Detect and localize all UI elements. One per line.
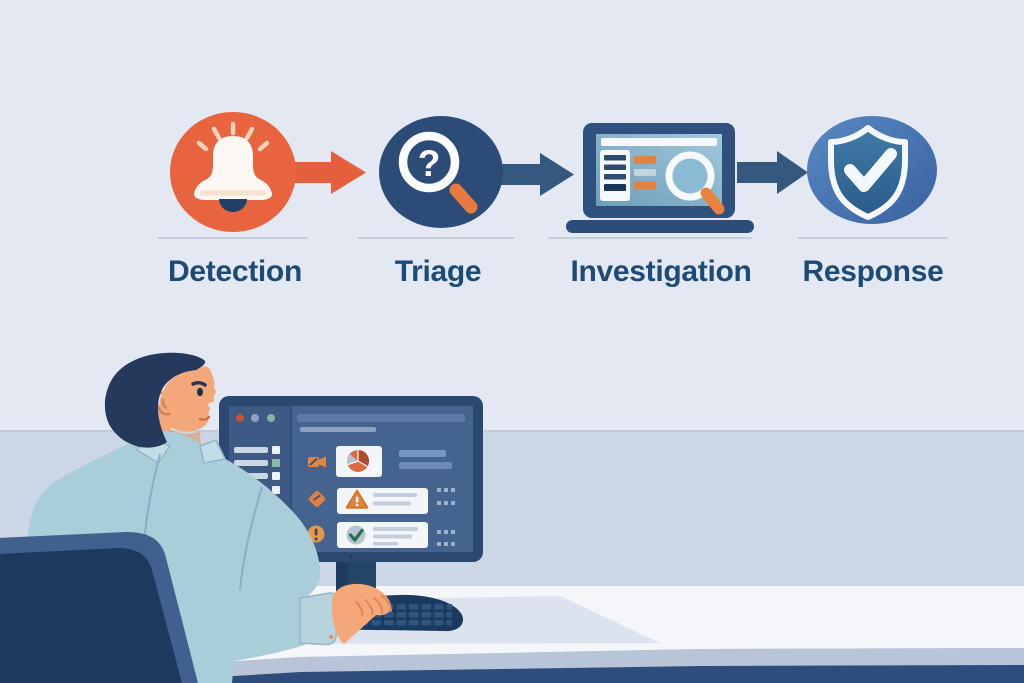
bell-body [194, 136, 272, 200]
arrow-shaft [737, 162, 777, 183]
sleeve [204, 595, 305, 664]
window-dot-teal [267, 414, 275, 422]
magnifier-ring [398, 131, 460, 193]
card-pie-chart [336, 446, 382, 477]
arrow-head [777, 151, 808, 194]
hair [104, 352, 206, 448]
workflow-step-detection [170, 112, 296, 232]
laptop-magnifier [665, 151, 725, 215]
monitor-chin-dot [349, 555, 353, 559]
window-control-dots [236, 414, 275, 422]
laptop-search-dashboard-icon [566, 123, 754, 233]
magnifier-handle [449, 183, 478, 214]
desk-front-panel [0, 665, 1024, 683]
window-dot-red [236, 414, 244, 422]
pie-chart-icon [347, 450, 369, 472]
app-subheader-bar [300, 427, 376, 432]
workflow-step-response [807, 116, 937, 224]
app-header-bar [297, 414, 465, 422]
arrow-head [540, 153, 574, 196]
workflow-step-triage: ? [379, 116, 503, 228]
arrow-shaft [498, 164, 540, 185]
workflow-row: ? [158, 112, 948, 288]
step-labels: Detection Triage Investigation Response [168, 255, 944, 288]
eyebrow [191, 381, 207, 387]
arrow-investigation-to-response [737, 151, 808, 194]
exclamation-circle-icon [307, 525, 325, 543]
laptop-list-rows [604, 155, 626, 191]
window-dot-gray [251, 414, 259, 422]
cuff [299, 592, 339, 646]
forearm-on-desk [204, 583, 392, 664]
bell-band [200, 190, 266, 196]
mouth-smile [198, 415, 211, 421]
arrow-head [331, 151, 366, 194]
cuff-button [328, 634, 334, 640]
shield-check-icon [828, 125, 908, 220]
workflow-step-investigation [566, 123, 754, 233]
label-detection: Detection [168, 255, 302, 288]
chair-cushion [0, 548, 182, 683]
desk-edge [0, 648, 1024, 683]
card-resolved-alert [337, 522, 428, 548]
summary-bar-2 [399, 462, 452, 469]
check-mark [844, 148, 897, 192]
laptop-base [566, 220, 754, 233]
arrow-triage-to-investigation [498, 153, 574, 196]
arrow-shaft [293, 162, 331, 183]
wall-divider-line [0, 430, 1024, 432]
check-circle-icon [346, 525, 366, 545]
laptop-highlight-rows [634, 156, 656, 190]
triage-badge [379, 116, 503, 228]
side-dash-rows [437, 488, 458, 546]
alert-bell-icon [194, 121, 272, 212]
finger-lines [355, 595, 392, 616]
laptop-titlebar [601, 138, 717, 146]
label-investigation: Investigation [570, 255, 751, 288]
diamond-alert-icon [308, 490, 326, 508]
question-mark: ? [418, 143, 441, 184]
bell-rays [196, 121, 270, 152]
eye [197, 387, 203, 397]
magnifier-question-icon: ? [398, 131, 478, 214]
bell-clapper [219, 199, 247, 212]
warning-triangle-icon [345, 489, 369, 509]
video-camera-icon [308, 456, 326, 468]
summary-bar-1 [399, 450, 446, 457]
card-warning-alert [337, 488, 428, 514]
label-triage: Triage [395, 255, 482, 288]
arrow-detection-to-triage [293, 151, 366, 194]
label-response: Response [803, 255, 944, 288]
office-chair [0, 532, 198, 683]
